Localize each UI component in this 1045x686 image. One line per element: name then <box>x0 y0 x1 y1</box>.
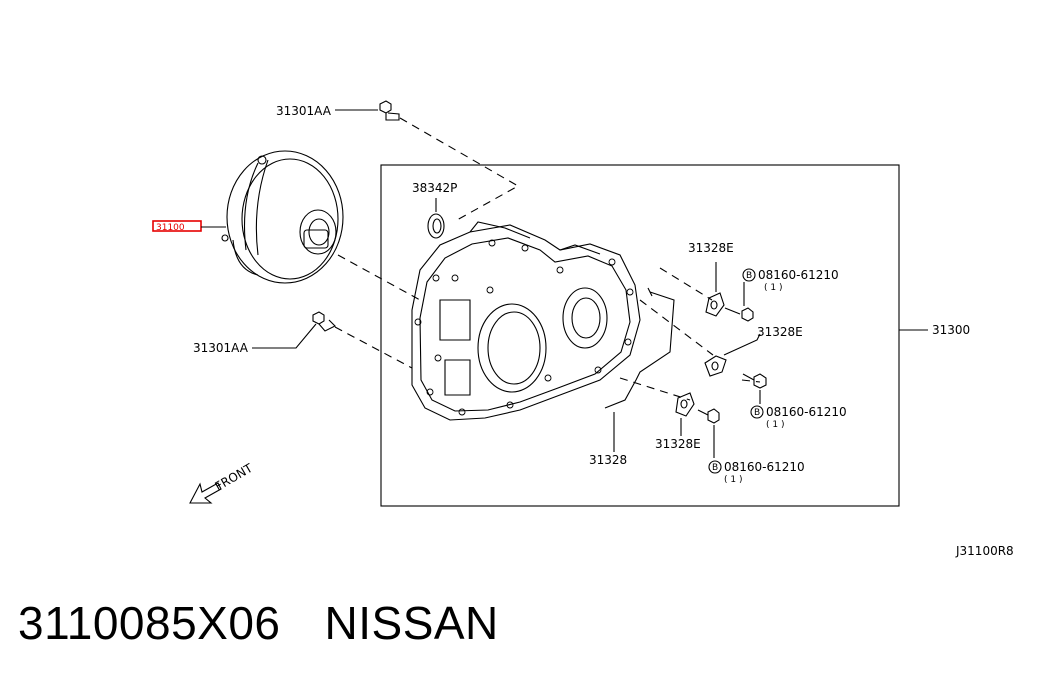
b-mark-a <box>742 268 756 282</box>
front-arrow-icon <box>189 482 222 504</box>
label-bolt-a: 08160-61210 <box>758 268 839 282</box>
label-ref-code: J31100R8 <box>955 544 1014 558</box>
label-bolt-b-qty: ( 1 ) <box>766 420 784 430</box>
part-number: 3110085X06 <box>18 597 281 649</box>
bracket-c[interactable] <box>675 392 695 417</box>
label-bolt-bottom: 31301AA <box>193 341 249 355</box>
bolt-a[interactable] <box>724 307 754 322</box>
b-mark-b-text: B <box>754 408 760 418</box>
label-converter: 31100 <box>156 223 185 233</box>
label-bolt-b: 08160-61210 <box>766 405 847 419</box>
label-front: FRONT <box>213 461 256 494</box>
transmission-case[interactable] <box>411 221 641 421</box>
label-bolt-a-qty: ( 1 ) <box>764 283 782 293</box>
label-bolt-c: 08160-61210 <box>724 460 805 474</box>
label-bracket-b: 31328E <box>757 325 803 339</box>
label-case: 31300 <box>932 323 970 337</box>
label-bracket-c: 31328E <box>655 437 701 451</box>
bolt-bottom[interactable] <box>312 311 336 332</box>
bolt-top[interactable] <box>379 100 400 121</box>
label-bolt-c-qty: ( 1 ) <box>724 475 742 485</box>
bolt-b[interactable] <box>742 373 767 389</box>
label-bracket-a: 31328E <box>688 241 734 255</box>
parts-diagram: 31301AA 31301AA 38342P 31100 31328E 3132… <box>152 100 1014 558</box>
leader-bolt-bottom <box>252 323 317 349</box>
brand-name: NISSAN <box>324 597 499 649</box>
leader-bracket-b <box>723 333 761 356</box>
label-bolt-top: 31301AA <box>276 104 332 118</box>
converter-highlight <box>152 220 202 232</box>
label-tube: 31328 <box>589 453 627 467</box>
bolt-c[interactable] <box>697 408 720 424</box>
label-seal: 38342P <box>412 181 457 195</box>
oil-tube[interactable] <box>604 291 675 409</box>
b-mark-a-text: B <box>746 271 752 281</box>
b-mark-c <box>708 460 722 474</box>
b-mark-c-text: B <box>712 463 718 473</box>
alignment-lines <box>334 117 761 401</box>
bracket-b[interactable] <box>704 355 727 377</box>
bracket-a[interactable] <box>705 292 725 317</box>
b-mark-b <box>750 405 764 419</box>
part-caption: 3110085X06 NISSAN <box>18 596 543 650</box>
assembly-frame <box>380 164 900 507</box>
torque-converter[interactable] <box>221 150 344 284</box>
oil-seal[interactable] <box>427 213 445 239</box>
